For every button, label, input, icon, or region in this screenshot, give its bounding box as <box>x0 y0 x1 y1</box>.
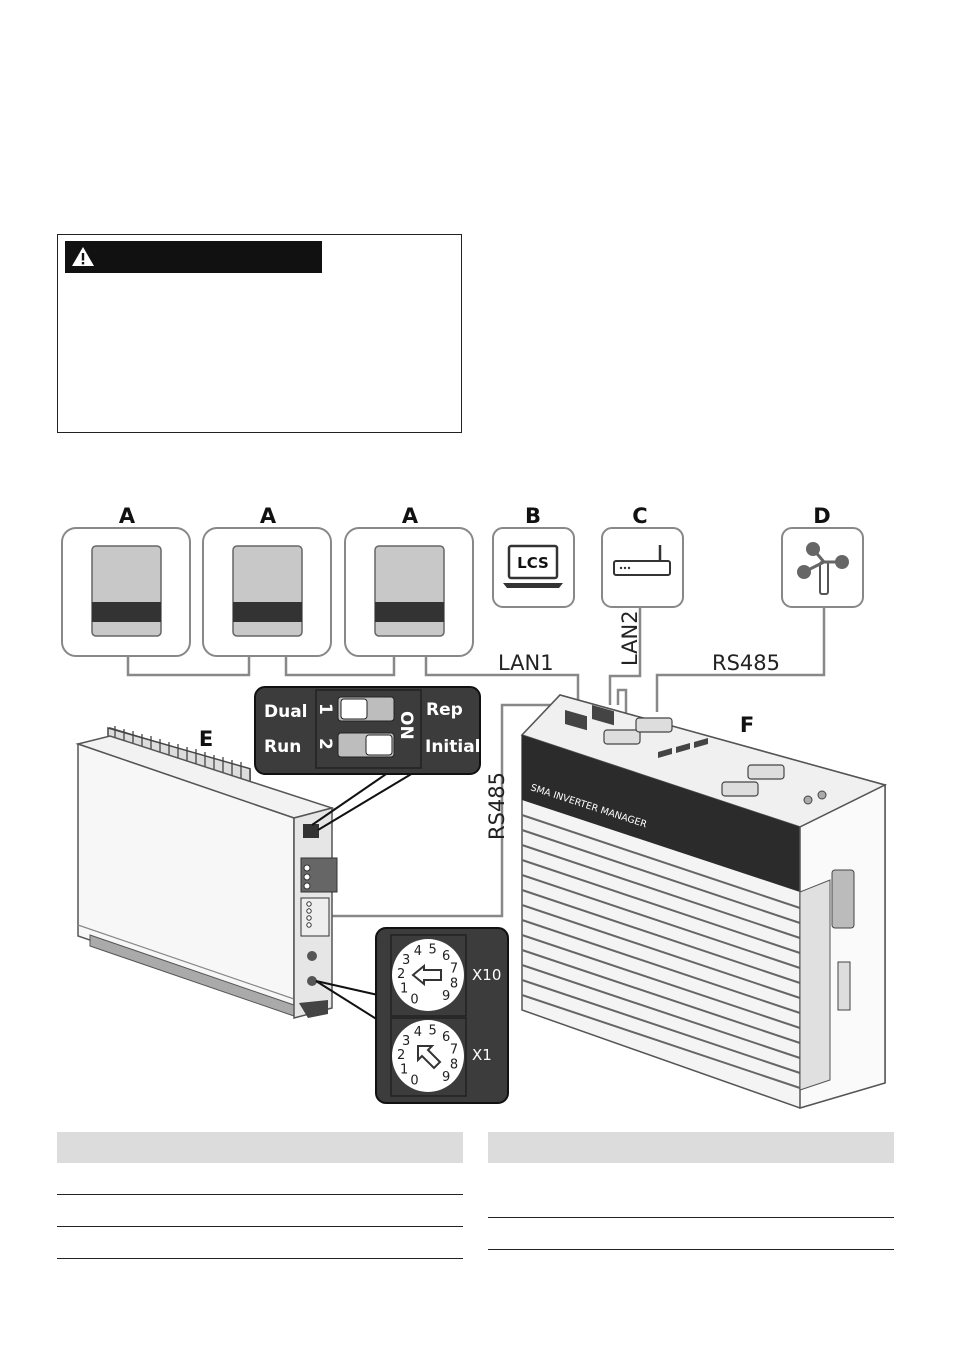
lan2-label: LAN2 <box>618 610 642 666</box>
table-left-header <box>57 1132 463 1163</box>
router-c <box>601 527 684 608</box>
inverter-a2 <box>202 527 332 657</box>
rs485-top-label: RS485 <box>712 651 780 675</box>
rotary-digit: 5 <box>429 942 437 957</box>
rs485-vertical-label: RS485 <box>485 772 509 840</box>
rotary-digit: 6 <box>442 949 450 964</box>
table-right-row-divider <box>488 1217 894 1218</box>
dip-toggle-1[interactable] <box>340 698 368 720</box>
label-e: E <box>199 727 213 751</box>
io-module-e <box>75 726 338 1019</box>
label-a2: A <box>260 504 277 528</box>
laptop-icon <box>503 544 563 588</box>
rotary-digit: 9 <box>442 989 450 1004</box>
warning-triangle-icon <box>72 247 94 266</box>
dip-label-run: Run <box>264 737 301 757</box>
label-d: D <box>813 504 830 528</box>
label-a1: A <box>119 504 136 528</box>
rotary-digit: 5 <box>429 1023 437 1038</box>
arrow-left-icon <box>411 963 442 987</box>
rotary-digit: 0 <box>410 1073 418 1088</box>
dip-label-initial: Initial <box>425 737 481 757</box>
lcs-label: LCS <box>517 554 549 572</box>
inverter-a3 <box>344 527 474 657</box>
rotary-digit: 7 <box>450 1043 458 1058</box>
laptop-b: LCS <box>492 527 575 608</box>
dip-label-dual: Dual <box>264 702 308 722</box>
rotary-digit: 3 <box>402 1034 410 1049</box>
rotary-digit: 4 <box>414 1025 422 1040</box>
rotary-dial-x10[interactable] <box>392 939 464 1011</box>
rotary-digit: 8 <box>450 1057 458 1072</box>
warning-header-bar <box>65 241 322 273</box>
dip-num-2: 2 <box>315 738 335 750</box>
label-b: B <box>525 504 541 528</box>
anemometer-icon <box>797 542 849 595</box>
rotary-digit: 7 <box>450 962 458 977</box>
system-diagram: A A A B C D E F LCS <box>61 504 888 1110</box>
table-left-row-divider <box>57 1194 463 1195</box>
router-icon <box>613 545 671 576</box>
rotary-dial-x1[interactable] <box>392 1020 464 1092</box>
dip-num-1: 1 <box>315 703 335 715</box>
table-right-header <box>488 1132 894 1163</box>
rotary-digit: 1 <box>400 1063 408 1078</box>
dip-toggle-2[interactable] <box>365 734 393 756</box>
meteo-station-d <box>781 527 864 608</box>
lan1-label: LAN1 <box>498 651 554 675</box>
dip-switch-callout: Dual Run Rep Initial 1 2 ON <box>254 686 481 775</box>
warning-box <box>57 234 462 433</box>
rotary-digit: 2 <box>397 1048 405 1063</box>
label-c: C <box>632 504 647 528</box>
inverter-manager-f: SMA INVERTER MANAGER <box>520 694 888 1110</box>
rotary-digit: 1 <box>400 982 408 997</box>
rotary-digit: 6 <box>442 1030 450 1045</box>
label-a3: A <box>402 504 419 528</box>
rotary-digit: 3 <box>402 953 410 968</box>
table-left-row-divider <box>57 1226 463 1227</box>
rotary-digit: 2 <box>397 967 405 982</box>
label-f: F <box>740 713 754 737</box>
connection-lines <box>126 607 826 918</box>
table-left-row-divider <box>57 1258 463 1259</box>
rotary-digit: 9 <box>442 1070 450 1085</box>
rotary-x10-label: X10 <box>472 966 501 984</box>
dip-on-label: ON <box>396 711 416 740</box>
table-right-row-divider <box>488 1249 894 1250</box>
rotary-digit: 8 <box>450 976 458 991</box>
rotary-x1-label: X1 <box>472 1046 492 1064</box>
dip-label-rep: Rep <box>426 700 463 720</box>
arrow-up-left-icon <box>417 1045 442 1070</box>
inverter-a1 <box>61 527 191 657</box>
rotary-digit: 4 <box>414 944 422 959</box>
rotary-digit: 0 <box>410 992 418 1007</box>
